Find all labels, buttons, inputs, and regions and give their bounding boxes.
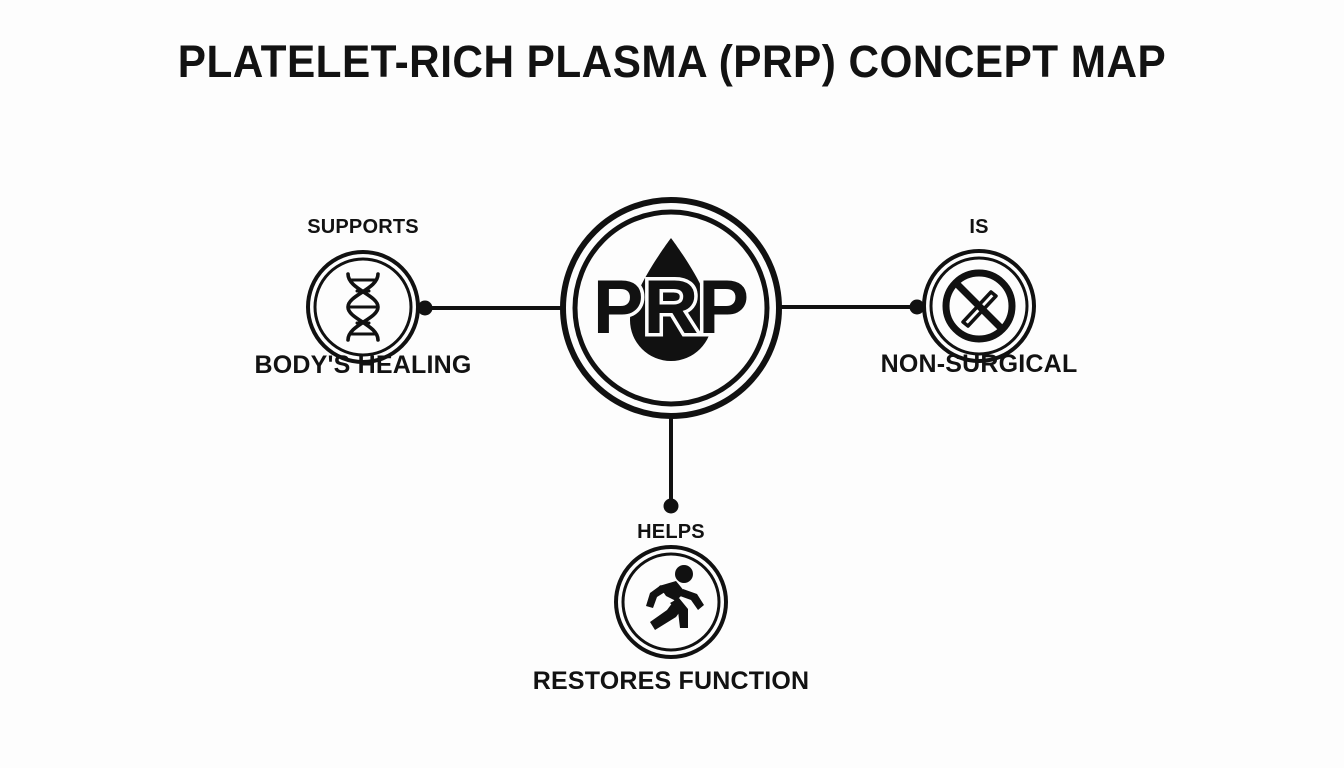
node-label-restores-function: RESTORES FUNCTION: [532, 667, 810, 695]
edge-right-endpoint-dot: [909, 299, 925, 315]
edge-bottom-endpoint-dot: [663, 498, 679, 514]
node-bodys-healing[interactable]: [306, 250, 420, 364]
edge-left-endpoint-dot: [417, 300, 433, 316]
blood-droplet-icon: [630, 238, 712, 362]
restores-function-inner-ring: [621, 552, 721, 652]
node-non-surgical[interactable]: [922, 249, 1036, 363]
page-title: PLATELET-RICH PLASMA (PRP) CONCEPT MAP: [177, 36, 1167, 87]
no-scalpel-icon: [942, 269, 1016, 343]
dna-helix-icon: [346, 272, 380, 342]
relation-label-is: IS: [969, 216, 989, 238]
node-restores-function[interactable]: [614, 545, 728, 659]
node-label-bodys-healing: BODY'S HEALING: [254, 351, 472, 379]
relation-label-helps: HELPS: [637, 521, 705, 543]
node-prp-center[interactable]: PRP: [560, 197, 782, 419]
running-person-icon: [646, 565, 704, 630]
prp-label-outline: PRP: [593, 265, 749, 350]
edge-left: [417, 300, 563, 316]
relation-label-supports: SUPPORTS: [307, 216, 419, 238]
edge-right: [779, 299, 925, 315]
node-label-non-surgical: NON-SURGICAL: [880, 350, 1078, 378]
edge-bottom: [663, 416, 679, 514]
